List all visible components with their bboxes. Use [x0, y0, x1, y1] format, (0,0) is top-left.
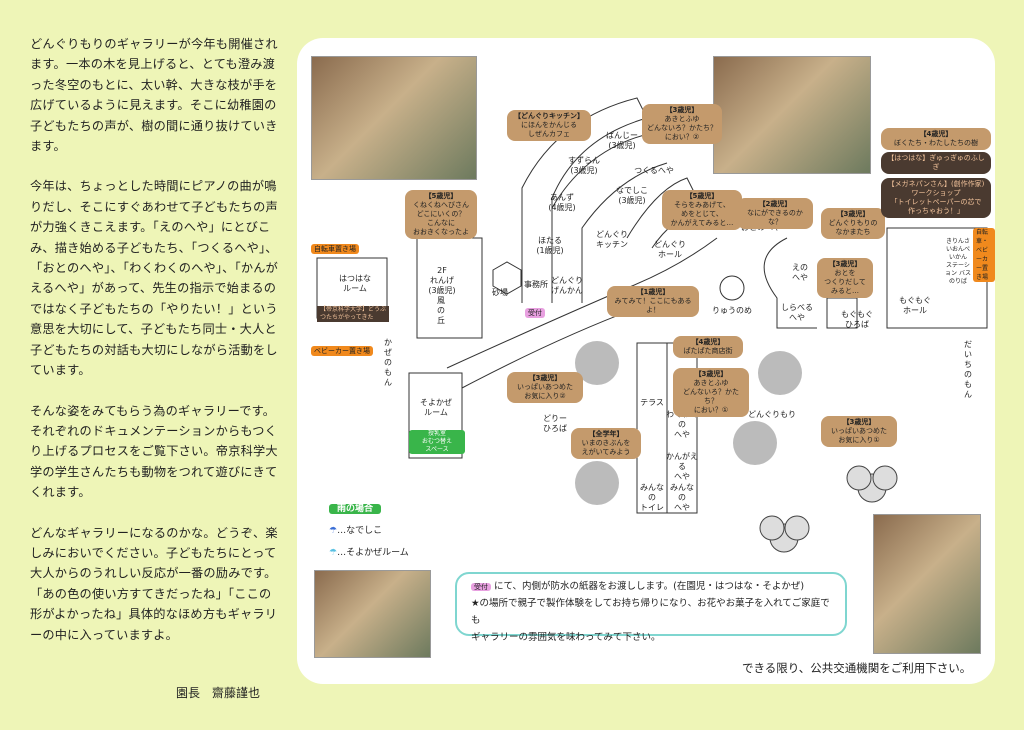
map-panel: ぱんじー(3歳児) すずらん(3歳児) あんず(4歳児) ほたる(1歳児) なで… — [297, 38, 995, 684]
note-4yo-b: 【4歳児】ぼくたち・わたしたちの樹 — [881, 128, 991, 150]
room-minna: みんなのへや — [670, 483, 694, 512]
room-mogumogu: もぐもぐホール — [899, 296, 931, 315]
note-3yo-c: 【3歳児】おとをつくりだしてみると… — [817, 258, 873, 298]
note-3yo-e: 【3歳児】いっぱいあつめたお気に入り② — [507, 372, 583, 403]
room-e: えのへや — [792, 263, 808, 282]
intro-paragraph: そんな姿をみてもらう為のギャラリーです。それぞれのドキュメンテーションからもつく… — [30, 403, 278, 500]
gate-daichinomon: だいちのもん — [964, 340, 972, 399]
room-kaze: 風の丘 — [437, 296, 445, 325]
note-all: 【全学年】いまのきぶんをえがいてみよう — [571, 428, 641, 459]
room-sunaba: 砂場 — [492, 288, 508, 297]
tag-nursing-space: 授乳室おむつ替えスペース — [409, 430, 465, 454]
room-toilet: みんなのトイレ — [640, 483, 664, 512]
note-4yo-a: 【4歳児】ぱたぱた商店街 — [673, 336, 743, 358]
note-2yo: 【2歳児】なにができるのかな？ — [737, 198, 813, 229]
room-jimusho: 事務所 — [524, 280, 548, 289]
room-mogumogu-hiroba: もぐもぐひろば — [841, 310, 873, 329]
note-hatsuhana: 【はつはな】ぎゅっぎゅのふしぎ — [881, 152, 991, 174]
note-5yo-a: 【5歳児】くねくねへびさんどこにいくの？こんなにおおきくなったよ — [405, 190, 477, 239]
note-kitchen: 【どんぐりキッチン】にほんをかんじるしぜんカフェ — [507, 110, 591, 141]
room-kangaeru: かんがえるへや — [666, 452, 698, 481]
note-3yo-b: 【3歳児】どんぐりもりのなかまたち — [821, 208, 885, 239]
room-terrace: テラス — [640, 398, 664, 407]
room-soyokaze: そよかぜルーム — [420, 398, 452, 417]
tag-bike-parking: 自転車置き場 — [311, 244, 359, 254]
intro-paragraph: どんなギャラリーになるのかな。どうぞ、楽しみにおいでください。子どもたちにとって… — [30, 525, 278, 642]
photo-child-playing — [314, 570, 431, 658]
room-dori: どりーひろば — [543, 414, 567, 433]
photo-children-art — [713, 56, 871, 174]
room-tsukuru: つくるへや — [634, 166, 674, 175]
room-anzu: あんず(4歳児) — [548, 193, 576, 212]
note-5yo-b: 【5歳児】そらをみあげて、めをとじて、かんがえてみると… — [662, 190, 742, 230]
intro-paragraph: どんぐりもりのギャラリーが今年も開催されます。一本の木を見上げると、とても澄み渡… — [30, 37, 278, 154]
rain-title: 雨の場合 — [329, 504, 382, 514]
signature: 園長 齋藤謹也 — [176, 686, 261, 700]
room-shirabe: しらべるへや — [781, 303, 813, 322]
photo-children-crafting — [311, 56, 477, 180]
note-1yo: 【1歳児】みてみて！ここにもあるよ！ — [607, 286, 699, 317]
umbrella-icon: ☂ — [329, 548, 338, 558]
gate-kazenomon: かぜのもん — [384, 338, 392, 387]
note-megane: 【メガネパンさん】(創作作家)ワークショップ「トイレットペーパーの芯で作っちゃお… — [881, 178, 991, 218]
photo-hall — [873, 514, 981, 654]
intro-paragraph: 今年は、ちょっとした時間にピアノの曲が鳴りだし、そこにすぐあわせて子どもたちの声… — [30, 179, 279, 378]
room-panjii: ぱんじー(3歳児) — [606, 131, 638, 150]
tag-reception[interactable]: 受付 — [525, 308, 545, 318]
room-nadeshiko: なでしこ(3歳児) — [616, 186, 648, 205]
umbrella-icon: ☂ — [329, 526, 338, 536]
rain-legend: 雨の場合 ☂…なでしこ ☂…そよかぜルーム — [329, 504, 409, 558]
room-ryunome: りゅうのめ — [712, 306, 752, 315]
intro-text: どんぐりもりのギャラリーが今年も開催されます。一本の木を見上げると、とても澄み渡… — [30, 34, 278, 665]
label-bus-station: きりんさいおんべいかんステーション バスのりば — [945, 238, 971, 285]
room-donguri-mori: どんぐりもり — [748, 410, 796, 419]
note-3yo-a: 【3歳児】あきとふゆどんないろ？かたち？におい？② — [642, 104, 722, 144]
room-hatsuhana: はつはなルーム — [339, 274, 371, 293]
room-hotaru: ほたる(1歳児) — [536, 236, 564, 255]
info-reception-tag: 受付 — [471, 583, 491, 591]
note-3yo-f: 【3歳児】いっぱいあつめたお気に入り① — [821, 416, 897, 447]
tag-teikyo: 【帝京科学大学】どうぶつたちがやってきた — [317, 306, 389, 322]
room-suzuran: すずらん(3歳児) — [568, 156, 600, 175]
note-3yo-d: 【3歳児】あきとふゆどんないろ？かたち？におい？① — [673, 368, 749, 417]
room-donguri-kitchen: どんぐりキッチン — [596, 230, 628, 249]
footer-note: できる限り、公共交通機関をご利用下さい。 — [742, 661, 972, 675]
room-genkan: どんぐりげんかん — [551, 276, 583, 295]
tag-bike-stroller: 自転車・ベビーカー置き場 — [973, 228, 995, 282]
tag-stroller-parking: ベビーカー置き場 — [311, 346, 373, 356]
room-donguri-hall: どんぐりホール — [654, 240, 686, 259]
info-box: 受付 にて、内側が防水の紙器をお渡しします。(在園児・はつはな・そよかぜ) ★の… — [455, 572, 847, 643]
